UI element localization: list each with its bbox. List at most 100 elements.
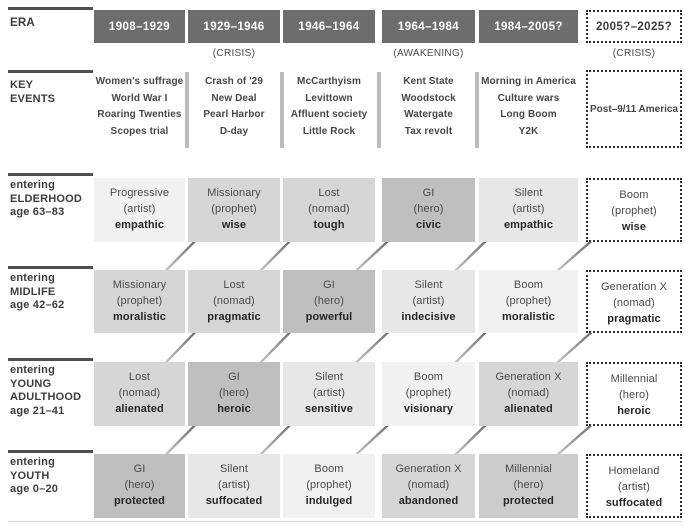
generation-name: GI [323, 279, 335, 291]
generation-trait: powerful [305, 311, 353, 323]
generation-cell: Boom (prophet) wise [586, 178, 682, 242]
generation-archetype: (nomad) [213, 295, 255, 307]
generation-cell: Generation X(nomad)alienated [479, 362, 578, 426]
key-event: Kent State [403, 76, 454, 87]
generation-archetype: (nomad) [308, 203, 350, 215]
generation-trait: indulged [305, 495, 353, 507]
generation-archetype: (artist) [123, 203, 156, 215]
generation-archetype: (prophet) [405, 387, 452, 399]
era-header: 1946–1964 [283, 10, 375, 43]
key-event: Watergate [404, 109, 453, 120]
generation-trait: moralistic [113, 311, 166, 323]
key-event: Pearl Harbor [203, 109, 265, 120]
generation-archetype: (hero) [619, 389, 649, 401]
key-event: Affluent society [290, 109, 368, 120]
generation-name: Progressive [109, 187, 170, 199]
key-events-row-label: KEY EVENTS [10, 79, 56, 105]
generation-trait: abandoned [398, 495, 459, 507]
generation-archetype: (nomad) [118, 387, 161, 399]
key-event: Morning in America [481, 76, 576, 87]
row-label-rule [8, 173, 93, 176]
generation-archetype: (artist) [618, 481, 650, 493]
key-event: Levittown [305, 92, 353, 104]
key-event: New Deal [211, 92, 257, 104]
turning-label: (AWAKENING) [393, 48, 464, 59]
generation-archetype: (prophet) [211, 203, 257, 215]
stage-label: entering YOUTH age 0–20 [10, 456, 59, 495]
generation-name: GI [228, 371, 240, 383]
generation-archetype: (hero) [314, 295, 344, 307]
generation-name: Missionary [112, 279, 167, 291]
generation-cell: Missionary (prophet) moralistic [94, 270, 185, 333]
generation-name: Generation X [395, 463, 462, 475]
generation-name: Boom [619, 189, 649, 201]
bottom-rule [8, 521, 682, 522]
generation-name: Generation X [495, 371, 562, 383]
column-divider [279, 72, 284, 148]
generation-cell: Missionary (prophet) wise [188, 178, 280, 242]
generation-trait: wise [221, 219, 247, 231]
stage-label: entering YOUNG ADULTHOOD age 21–41 [10, 364, 82, 417]
generation-archetype: (artist) [218, 479, 250, 491]
generation-trait: tough [313, 219, 345, 231]
generation-trait: pragmatic [607, 313, 661, 325]
row-label-rule [8, 70, 93, 73]
generation-archetype: (nomad) [507, 387, 550, 399]
generation-cell: Millennial(hero)protected [479, 454, 578, 518]
column-divider [475, 72, 479, 148]
key-event: Y2K [518, 125, 539, 137]
key-events-box: Post–9/11 America [586, 70, 682, 148]
generation-name: Silent [219, 463, 249, 475]
generation-cell: GI (hero) powerful [283, 270, 375, 333]
generation-archetype: (prophet) [116, 295, 163, 307]
generation-cell: Boom (prophet) indulged [283, 454, 375, 518]
key-event: McCarthyism [297, 76, 361, 87]
generation-cell: GI (hero) heroic [188, 362, 280, 426]
generation-name: Missionary [207, 187, 261, 199]
generation-trait: suffocated [205, 495, 263, 507]
generation-trait: wise [621, 221, 647, 233]
generation-trait: heroic [217, 403, 251, 415]
stage-label: entering MIDLIFE age 42–62 [10, 272, 65, 311]
era-header: 2005?–2025? [586, 10, 682, 43]
generation-cell: Lost(nomad)alienated [94, 362, 185, 426]
key-event: D-day [219, 125, 249, 137]
generation-cell: Silent(artist)empathic [479, 178, 578, 242]
generation-name: GI [133, 463, 146, 475]
generation-archetype: (nomad) [613, 297, 655, 309]
generation-archetype: (hero) [219, 387, 249, 399]
turning-label: (CRISIS) [612, 48, 656, 59]
generation-name: Lost [318, 187, 340, 199]
generation-trait: empathic [503, 219, 554, 231]
turning-label: (CRISIS) [212, 48, 256, 59]
row-label-rule [8, 7, 93, 10]
generation-cell: Homeland (artist) suffocated [586, 454, 682, 518]
stage-label: entering ELDERHOOD age 63–83 [10, 179, 83, 218]
generation-trait: civic [416, 219, 441, 231]
generation-archetype: (prophet) [611, 205, 657, 217]
generation-cell: Progressive(artist)empathic [94, 178, 185, 242]
generation-cell: Boom(prophet)moralistic [479, 270, 578, 333]
generation-cell: Silent(artist)sensitive [283, 362, 375, 426]
generation-name: Boom [314, 463, 344, 475]
generation-trait: heroic [617, 405, 651, 417]
key-event: Women's suffrage [95, 76, 184, 87]
generation-trait: visionary [403, 403, 454, 415]
key-event: Tax revolt [404, 125, 453, 137]
era-header: 1984–2005? [479, 10, 578, 43]
generation-trait: suffocated [605, 497, 663, 509]
generation-cell: Boom(prophet)visionary [382, 362, 475, 426]
generation-archetype: (artist) [512, 203, 545, 215]
generation-archetype: (prophet) [306, 479, 352, 491]
key-event: Roaring Twenties [97, 109, 182, 120]
generation-name: Millennial [505, 463, 552, 475]
generation-cell: GI(hero)protected [94, 454, 185, 518]
generation-archetype: (nomad) [407, 479, 450, 491]
generation-name: Homeland [608, 465, 660, 477]
